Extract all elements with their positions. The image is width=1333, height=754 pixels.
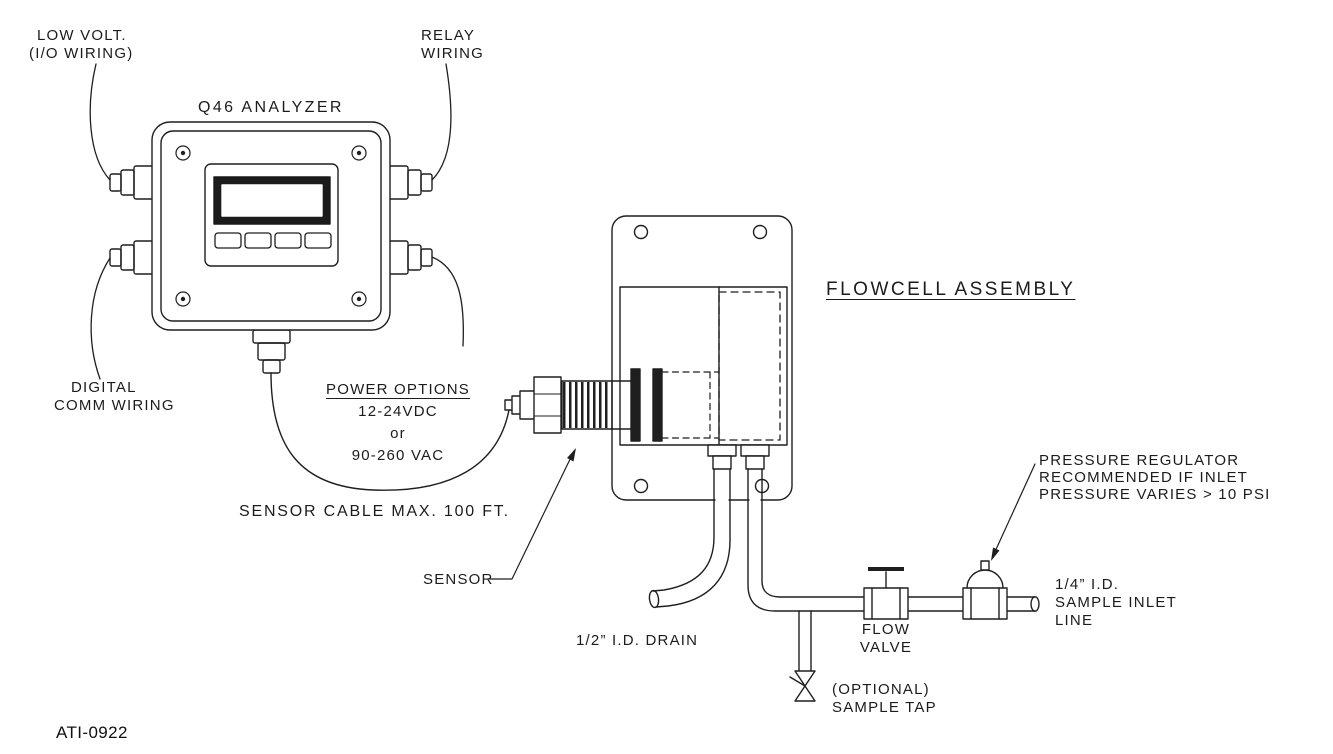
tube-plate-crossings — [715, 493, 761, 506]
label-sensor: SENSOR — [423, 571, 494, 588]
label-pressure-regulator-line3: PRESSURE VARIES > 10 PSI — [1039, 486, 1271, 503]
label-pressure-regulator: PRESSURE REGULATOR RECOMMENDED IF INLET … — [1039, 452, 1271, 503]
label-sample-tap-line2: SAMPLE TAP — [832, 699, 937, 716]
label-flow-valve-line2: VALVE — [859, 639, 913, 656]
drain-tube-opening — [648, 589, 660, 609]
label-power-option-2: 90-260 VAC — [351, 447, 445, 464]
mounting-hole — [752, 224, 768, 240]
drawing-number: ATI-0922 — [56, 723, 128, 742]
analyzer-enclosure-inner — [160, 130, 382, 322]
sensor-hex-nut — [533, 376, 562, 434]
sensor-hidden-outline — [661, 371, 720, 439]
analyzer-enclosure — [151, 121, 391, 331]
regulator-body — [962, 587, 1008, 620]
cable-gland-right-top — [388, 165, 433, 200]
label-sample-tap-line1: (OPTIONAL) — [832, 681, 930, 698]
label-power-options-title: POWER OPTIONS — [326, 381, 470, 398]
label-flow-valve: FLOW VALVE — [856, 621, 916, 657]
label-digital-comm-line2: COMM WIRING — [54, 397, 175, 414]
label-sample-inlet-line1: 1/4” I.D. — [1055, 576, 1120, 593]
label-relay-line1: RELAY — [421, 27, 476, 44]
label-pressure-regulator-line2: RECOMMENDED IF INLET — [1039, 469, 1249, 486]
digital-comm-lead — [90, 257, 111, 380]
sensor-oring-band — [652, 368, 663, 442]
sample-tap-symbol — [789, 610, 816, 702]
label-sample-inlet-line2: SAMPLE INLET — [1055, 594, 1177, 611]
label-low-volt-line2: (I/O WIRING) — [29, 45, 134, 62]
sensor-cable-line — [270, 372, 510, 491]
sensor-assembly — [504, 368, 720, 442]
low-volt-lead — [89, 63, 111, 181]
keypad-button-4 — [304, 232, 332, 249]
corner-screws — [175, 145, 367, 307]
flow-valve-symbol — [863, 567, 909, 620]
cable-gland-left-top — [109, 165, 154, 200]
sample-inlet-tube — [747, 468, 1040, 612]
relay-lead — [431, 63, 452, 181]
label-low-volt-line1: LOW VOLT. — [37, 27, 127, 44]
tap-valve-upper — [794, 670, 816, 687]
power-lead — [431, 256, 464, 347]
label-pressure-regulator-line1: PRESSURE REGULATOR — [1039, 452, 1240, 469]
sensor-oring-band — [630, 368, 641, 442]
mounting-hole — [633, 478, 649, 494]
label-low-volt: LOW VOLT. (I/O WIRING) — [29, 27, 133, 63]
flowcell-body — [619, 286, 788, 446]
drain-tube — [648, 468, 731, 609]
label-sensor-cable: SENSOR CABLE MAX. 100 FT. — [239, 503, 510, 520]
label-flow-valve-line1: FLOW — [861, 621, 911, 638]
regulator-stem — [980, 560, 990, 571]
label-sample-inlet-line3: LINE — [1055, 612, 1094, 629]
label-digital-comm-line1: DIGITAL — [71, 379, 137, 396]
keypad-buttons[interactable] — [214, 232, 332, 249]
keypad-button-2 — [244, 232, 272, 249]
label-relay: RELAY WIRING — [421, 27, 484, 63]
pressure-regulator-leader — [991, 463, 1036, 561]
sensor-leader — [489, 448, 576, 580]
display-bezel — [204, 163, 339, 267]
tap-valve-handle — [789, 676, 806, 687]
pressure-regulator-symbol — [962, 560, 1008, 620]
label-analyzer-title: Q46 ANALYZER — [198, 99, 344, 116]
label-digital-comm: DIGITAL COMM WIRING — [54, 379, 175, 415]
cable-gland-left-bottom — [109, 240, 154, 275]
tube-fittings — [707, 444, 770, 470]
keypad-button-3 — [274, 232, 302, 249]
label-power-option-1: 12-24VDC — [358, 403, 438, 420]
cable-gland-right-bottom — [388, 240, 433, 275]
label-power-options: POWER OPTIONS 12-24VDC or 90-260 VAC — [322, 379, 474, 467]
mounting-hole — [633, 224, 649, 240]
regulator-dome — [966, 569, 1004, 589]
valve-body — [863, 587, 909, 620]
sensor-thread-outline — [561, 380, 613, 430]
analyzer — [109, 121, 433, 374]
label-power-option-or: or — [390, 425, 406, 442]
cable-gland-bottom — [252, 329, 291, 374]
label-relay-line2: WIRING — [421, 45, 485, 62]
label-sample-tap: (OPTIONAL) SAMPLE TAP — [832, 681, 937, 717]
wiring-leads — [89, 63, 464, 380]
tap-valve-lower — [794, 685, 816, 702]
keypad-button-1 — [214, 232, 242, 249]
label-flowcell-title: FLOWCELL ASSEMBLY — [826, 279, 1076, 300]
lcd-screen — [221, 184, 323, 217]
label-drain: 1/2” I.D. DRAIN — [576, 632, 699, 649]
inlet-tube-opening — [1030, 596, 1040, 612]
sensor-connector-body — [519, 390, 536, 420]
label-sample-inlet: 1/4” I.D. SAMPLE INLET LINE — [1055, 576, 1177, 630]
